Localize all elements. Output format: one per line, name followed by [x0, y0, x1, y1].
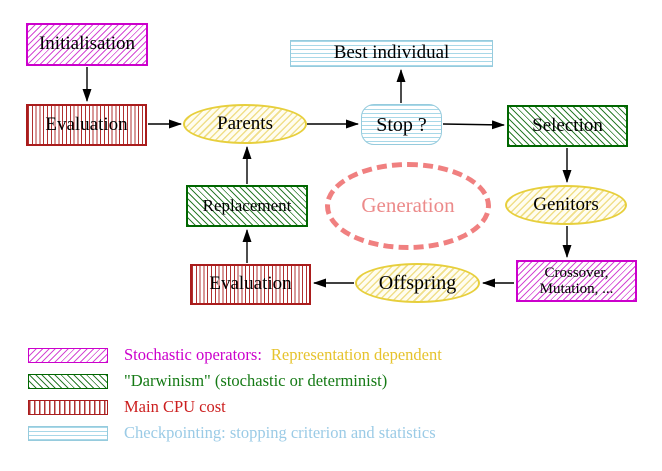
- arrow-stop-to-selection: [442, 120, 505, 130]
- legend-row-darwinism: "Darwinism" (stochastic or determinist): [28, 371, 388, 390]
- node-evaluation-top: Evaluation: [26, 104, 147, 146]
- node-selection: Selection: [507, 105, 628, 147]
- legend-swatch-stochastic: [28, 347, 108, 363]
- node-crossover-mutation: Crossover, Mutation, ...: [516, 260, 637, 302]
- node-crossover-label: Crossover,: [544, 264, 609, 281]
- node-evaluation-top-label: Evaluation: [45, 113, 128, 135]
- node-best-individual: Best individual: [290, 40, 493, 67]
- legend-label-stochastic: Stochastic operators:: [124, 345, 262, 364]
- legend-label-representation: Representation dependent: [270, 345, 442, 364]
- legend-row-stochastic: Stochastic operators: Representation depe…: [28, 345, 442, 365]
- legend-label-checkpointing: Checkpointing: stopping criterion and st…: [124, 423, 436, 442]
- node-offspring-label: Offspring: [378, 272, 457, 294]
- node-best-individual-label: Best individual: [333, 42, 450, 64]
- node-stop-label: Stop ?: [376, 113, 427, 136]
- generation-loop-ellipse: Generation: [325, 162, 491, 250]
- node-mutation-label: Mutation, ...: [539, 281, 614, 297]
- node-evaluation-bottom: Evaluation: [190, 264, 311, 305]
- node-parents-label: Parents: [217, 112, 273, 134]
- node-selection-label: Selection: [532, 114, 603, 136]
- node-initialisation-label: Initialisation: [38, 33, 136, 55]
- legend-swatch-darwinism: [28, 373, 108, 389]
- node-evaluation-bottom-label: Evaluation: [209, 273, 292, 295]
- node-replacement-label: Replacement: [202, 195, 292, 215]
- legend-row-checkpointing: Checkpointing: stopping criterion and st…: [28, 423, 436, 442]
- legend-label-cpu-cost: Main CPU cost: [124, 397, 226, 416]
- node-offspring: Offspring: [355, 263, 480, 303]
- node-replacement: Replacement: [186, 185, 308, 227]
- node-genitors-label: Genitors: [533, 193, 599, 215]
- node-genitors: Genitors: [505, 185, 627, 225]
- node-initialisation: Initialisation: [26, 23, 148, 66]
- legend-swatch-checkpointing: [28, 425, 108, 441]
- generation-label: Generation: [361, 193, 455, 218]
- legend-label-darwinism: "Darwinism" (stochastic or determinist): [124, 371, 388, 390]
- node-parents: Parents: [183, 104, 307, 144]
- node-stop: Stop ?: [361, 104, 442, 145]
- legend-text-stochastic: Stochastic operators: Representation depe…: [124, 345, 442, 365]
- legend-swatch-cpu-cost: [28, 399, 108, 415]
- legend-row-cpu-cost: Main CPU cost: [28, 397, 226, 416]
